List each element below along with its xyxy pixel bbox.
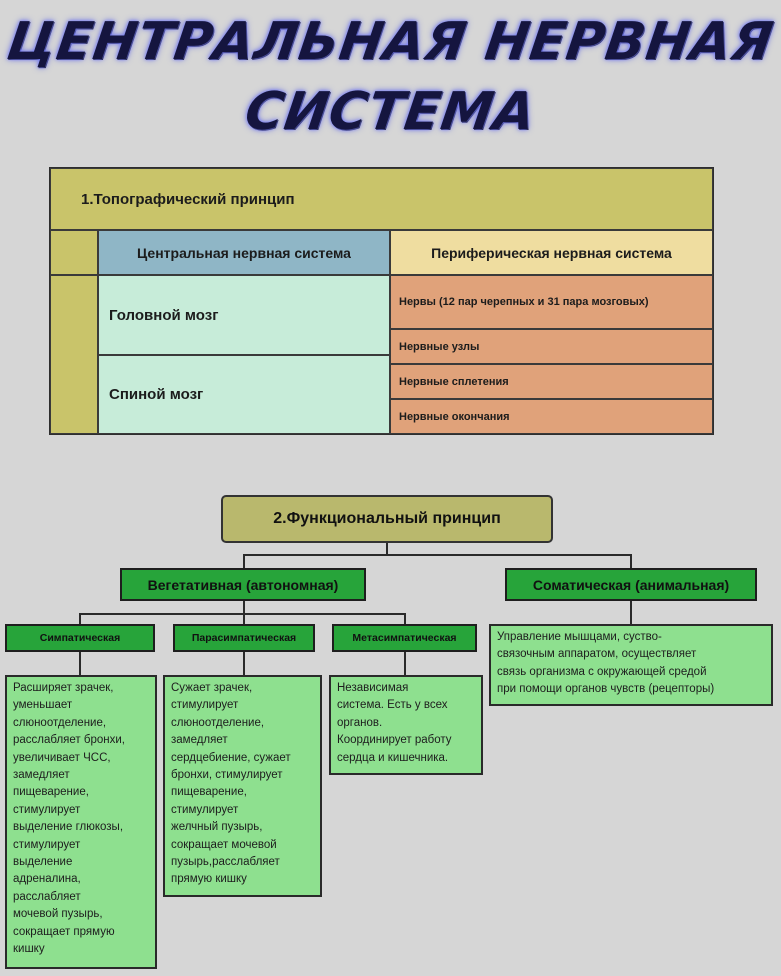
- connector-line: [79, 613, 81, 625]
- description-line: адреналина,: [13, 873, 81, 886]
- description-line: бронхи, стимулирует: [171, 769, 283, 782]
- description-line: связь организма с окружающей средой: [497, 665, 707, 678]
- description-line: сокращает прямую: [13, 925, 115, 938]
- description-line: стимулирует: [13, 838, 81, 851]
- description-line: увеличивает ЧСС,: [13, 751, 111, 764]
- description-line: пузырь,расслабляет: [171, 856, 280, 869]
- plexus-cell: Нервные сплетения: [390, 364, 713, 399]
- description-line: стимулирует: [13, 803, 81, 816]
- description-line: выделение: [13, 856, 73, 869]
- description-line: Сужает зрачек,: [171, 682, 253, 694]
- connector-line: [243, 554, 632, 556]
- peripheral-column-header: Периферическая нервная система: [390, 230, 713, 275]
- connector-line: [404, 613, 406, 625]
- topographic-header: 1.Топографический принцип: [50, 168, 713, 230]
- description-line: стимулирует: [171, 699, 239, 712]
- title-line-2: СИСТЕМА: [241, 82, 540, 142]
- metasympathetic-description: Независимая система. Есть у всех органов. К…: [329, 675, 483, 775]
- connector-line: [243, 554, 245, 569]
- connector-line: [630, 554, 632, 569]
- description-line: при помощи органов чувств (рецепторы): [497, 683, 715, 696]
- sympathetic-description: Расширяет зрачек, уменьшает слюноотделение…: [5, 675, 157, 969]
- description-line: связочным аппаратом, осуществляет: [497, 648, 697, 661]
- description-line: уменьшает: [13, 699, 73, 712]
- description-line: Координирует работу: [337, 734, 452, 747]
- description-line: Независимая: [337, 682, 409, 694]
- connector-line: [243, 652, 245, 676]
- description-line: расслабляет: [13, 890, 81, 903]
- left-spacer-bottom: [50, 275, 98, 434]
- central-column-header: Центральная нервная система: [98, 230, 390, 275]
- somatic-description: Управление мышцами, суство-связочным апп…: [489, 624, 773, 706]
- left-spacer-top: [50, 230, 98, 275]
- description-line: сердца и кишечника.: [337, 751, 449, 764]
- somatic-box: Соматическая (анимальная): [505, 568, 757, 601]
- connector-line: [79, 613, 406, 615]
- description-line: прямую кишку: [171, 873, 247, 886]
- description-line: замедляет: [13, 769, 70, 782]
- connector-line: [243, 613, 245, 625]
- functional-header: 2.Функциональный принцип: [221, 495, 553, 543]
- description-line: органов.: [337, 716, 383, 729]
- description-line: стимулирует: [171, 803, 239, 816]
- description-line: расслабляет бронхи,: [13, 734, 125, 747]
- description-line: сердцебиение, сужает: [171, 751, 291, 764]
- title-line-1: ЦЕНТРАЛЬНАЯ НЕРВНАЯ: [3, 12, 778, 72]
- description-line: мочевой пузырь,: [13, 908, 103, 921]
- nerves-cell: Нервы (12 пар черепных и 31 пара мозговы…: [390, 275, 713, 329]
- vegetative-box: Вегетативная (автономная): [120, 568, 366, 601]
- description-line: замедляет: [171, 734, 228, 747]
- parasympathetic-description: Сужает зрачек, стимулирует слюноотделение,…: [163, 675, 322, 897]
- description-line: слюноотделение,: [171, 716, 265, 729]
- ganglia-cell: Нервные узлы: [390, 329, 713, 364]
- description-line: кишку: [13, 943, 45, 956]
- description-line: слюноотделение,: [13, 716, 107, 729]
- description-line: система. Есть у всех: [337, 699, 448, 712]
- connector-line: [630, 601, 632, 625]
- connector-line: [243, 601, 245, 614]
- sympathetic-box: Симпатическая: [5, 624, 155, 652]
- description-line: выделение глюкозы,: [13, 821, 124, 834]
- connector-line: [386, 543, 388, 555]
- description-line: пищеварение,: [171, 786, 247, 799]
- connector-line: [404, 652, 406, 676]
- spinal-cord-cell: Спиной мозг: [98, 355, 390, 434]
- connector-line: [79, 652, 81, 676]
- description-line: сокращает мочевой: [171, 838, 277, 851]
- description-line: пищеварение,: [13, 786, 89, 799]
- description-line: Управление мышцами, суство-: [497, 631, 662, 643]
- brain-cell: Головной мозг: [98, 275, 390, 355]
- metasympathetic-box: Метасимпатическая: [332, 624, 477, 652]
- description-line: Расширяет зрачек,: [13, 682, 114, 694]
- description-line: желчный пузырь,: [171, 821, 263, 834]
- nerve-endings-cell: Нервные окончания: [390, 399, 713, 434]
- parasympathetic-box: Парасимпатическая: [173, 624, 315, 652]
